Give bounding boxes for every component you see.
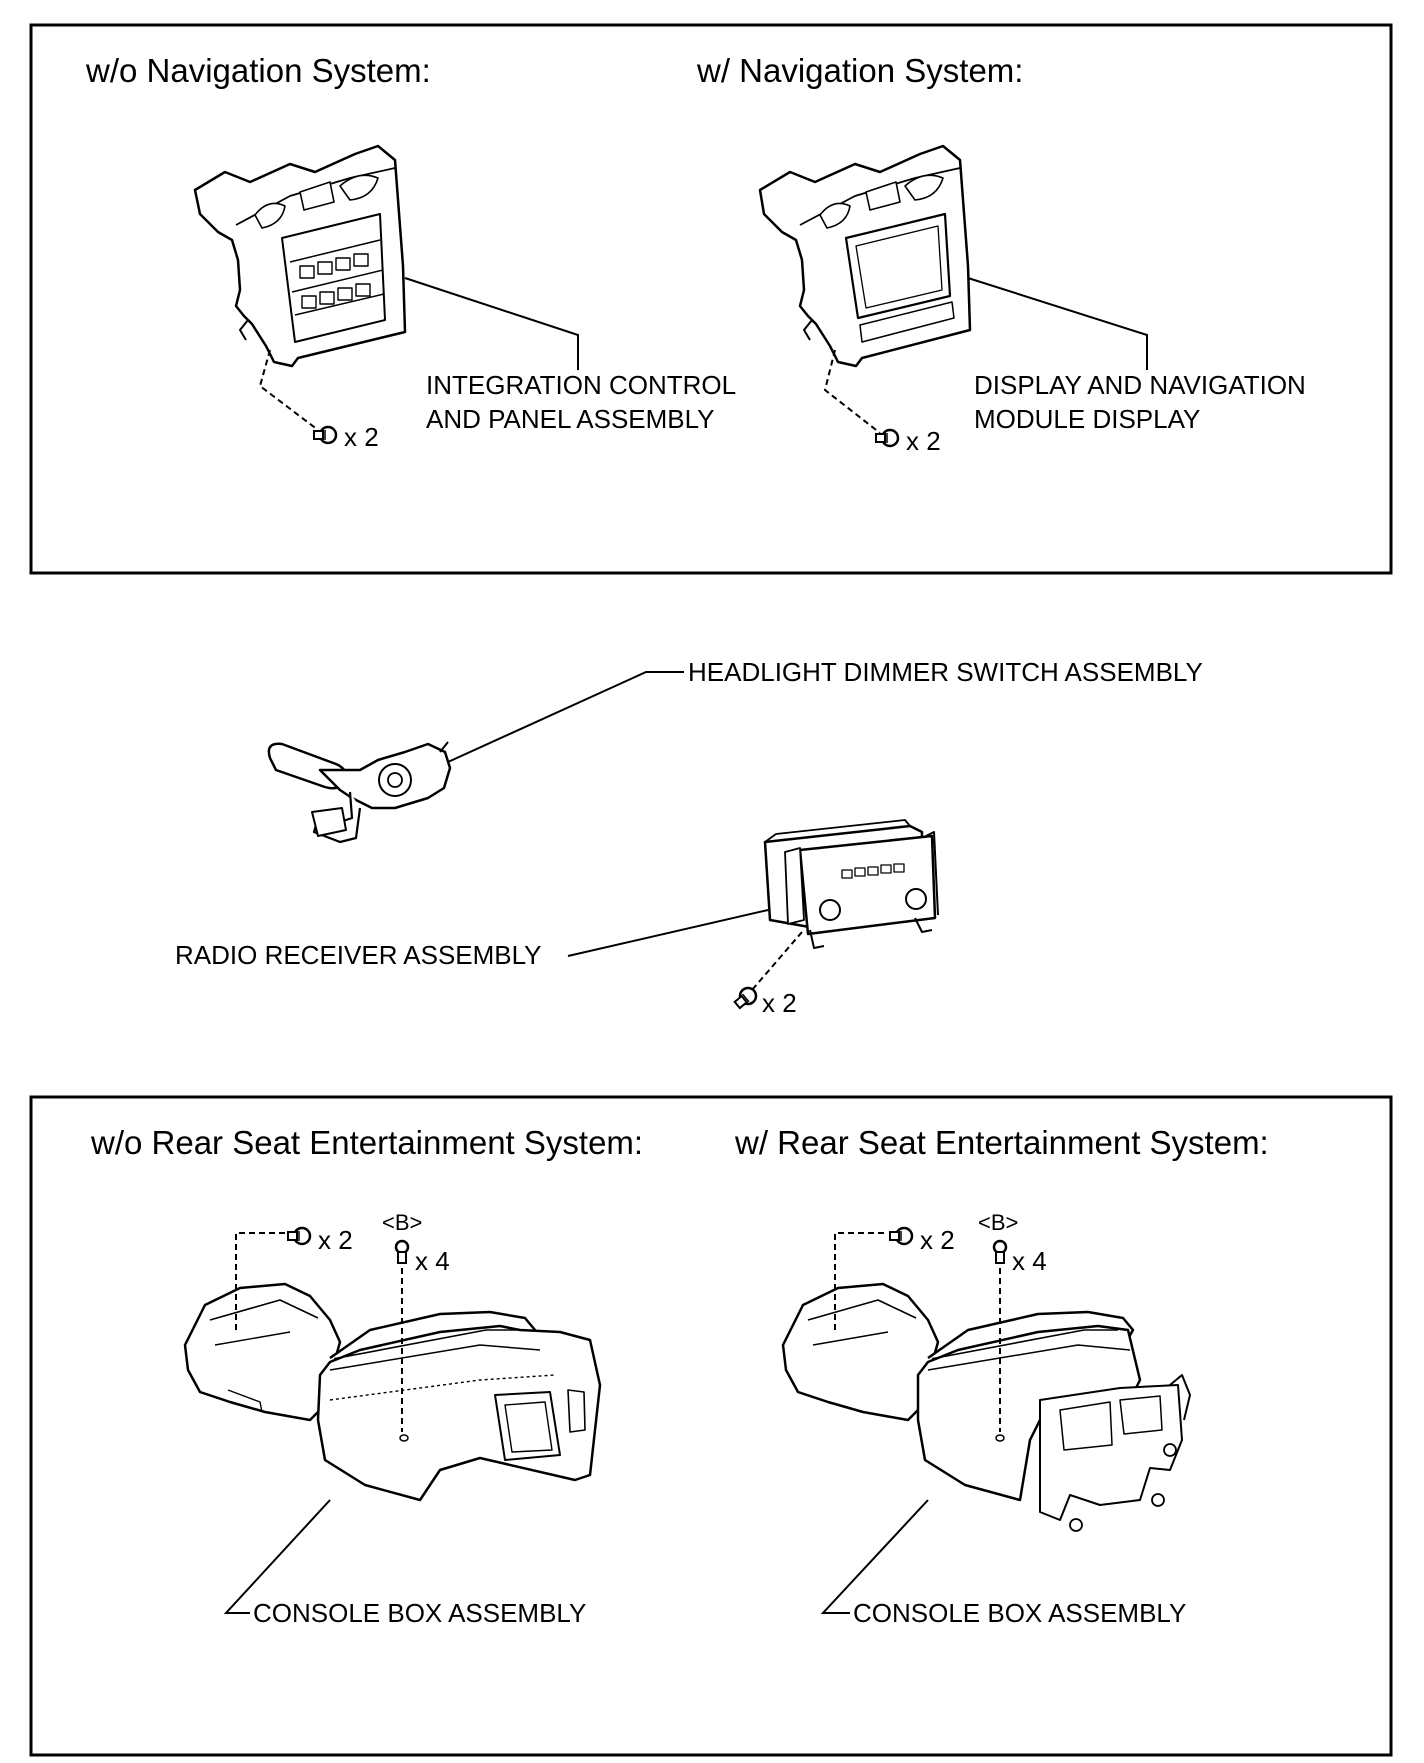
screw-icon <box>286 1226 312 1246</box>
console-right-screw-count: x 2 <box>920 1225 955 1255</box>
console-box-left-screw-guide <box>235 1232 286 1330</box>
integration-control-screw-count: x 2 <box>344 422 379 452</box>
pin-fastener-icon <box>992 1239 1008 1265</box>
screw-icon <box>888 1226 914 1246</box>
pin-fastener-icon <box>394 1239 410 1265</box>
display-navigation-leader-line <box>967 277 1148 370</box>
console-box-left-label: CONSOLE BOX ASSEMBLY <box>253 1598 587 1628</box>
integration-control-panel-illustration <box>193 144 407 368</box>
bottom-panel-frame <box>29 1095 1393 1757</box>
console-box-right-label: CONSOLE BOX ASSEMBLY <box>853 1598 1187 1628</box>
radio-receiver-screw-count: x 2 <box>762 988 797 1018</box>
console-left-screw-count: x 2 <box>318 1225 353 1255</box>
headlight-dimmer-label: HEADLIGHT DIMMER SWITCH ASSEMBLY <box>688 657 1203 687</box>
console-right-b-tag: <B> <box>978 1210 1019 1235</box>
display-navigation-label-line2: MODULE DISPLAY <box>974 404 1201 434</box>
headlight-dimmer-leader-line <box>447 671 684 763</box>
heading-without-navigation: w/o Navigation System: <box>86 52 431 89</box>
console-box-illustration-right <box>781 1282 1191 1532</box>
console-box-left-leader-line <box>223 1499 331 1614</box>
heading-without-rear-seat-entertainment: w/o Rear Seat Entertainment System: <box>91 1124 644 1161</box>
console-left-b-count: x 4 <box>415 1246 450 1276</box>
heading-with-rear-seat-entertainment: w/ Rear Seat Entertainment System: <box>735 1124 1269 1161</box>
display-navigation-module-illustration <box>758 144 972 368</box>
screw-icon <box>730 983 761 1013</box>
integration-control-leader-line <box>404 277 579 370</box>
integration-control-label-line2: AND PANEL ASSEMBLY <box>426 404 715 434</box>
display-navigation-screw-guide <box>823 349 881 434</box>
integration-control-screw-guide <box>258 349 319 431</box>
console-left-b-tag: <B> <box>382 1210 423 1235</box>
console-box-right-screw-guide <box>834 1232 888 1330</box>
screw-icon <box>312 425 338 445</box>
console-right-b-count: x 4 <box>1012 1246 1047 1276</box>
console-box-right-leader-line <box>820 1499 929 1614</box>
console-box-illustration-left <box>183 1282 602 1502</box>
radio-receiver-leader-line <box>567 909 769 957</box>
radio-receiver-screw-guide <box>751 931 803 991</box>
radio-receiver-illustration <box>763 819 939 949</box>
radio-receiver-label: RADIO RECEIVER ASSEMBLY <box>175 940 542 970</box>
heading-with-navigation: w/ Navigation System: <box>697 52 1024 89</box>
headlight-dimmer-switch-illustration <box>267 741 452 844</box>
display-navigation-label-line1: DISPLAY AND NAVIGATION <box>974 370 1306 400</box>
display-navigation-screw-count: x 2 <box>906 426 941 456</box>
integration-control-label-line1: INTEGRATION CONTROL <box>426 370 737 400</box>
top-panel-frame <box>29 23 1393 575</box>
